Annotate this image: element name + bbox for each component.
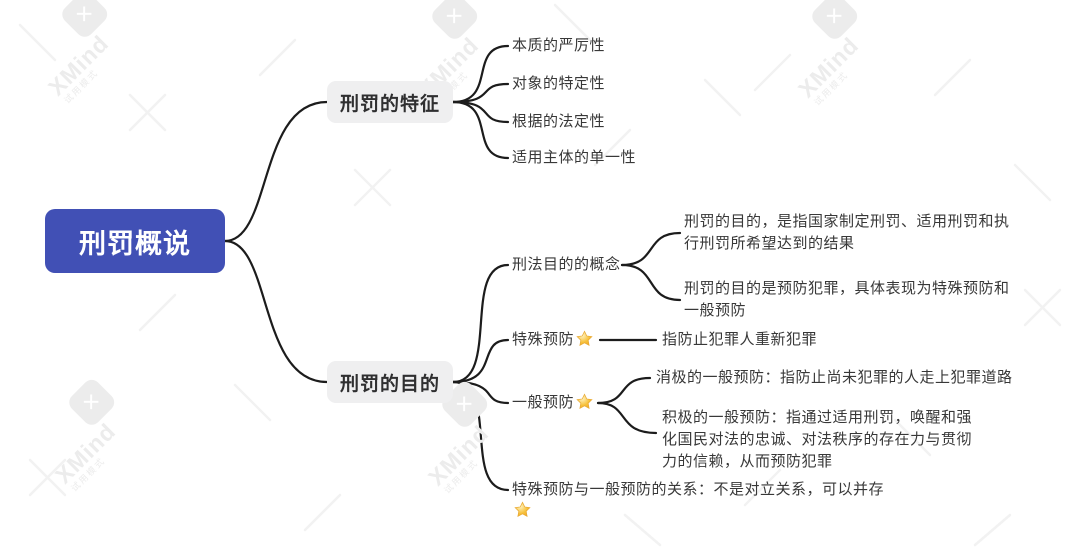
connector-line [451,44,510,104]
subtopic-special-prevention[interactable]: 特殊预防 [512,329,593,351]
connector-line [451,100,510,160]
root-topic[interactable]: 刑罚概说 [45,209,225,273]
connector-line [451,82,510,104]
leaf-topic[interactable]: 刑罚的目的是预防犯罪，具体表现为特殊预防和一般预防 [684,280,1010,319]
leaf-topic[interactable]: 指防止犯罪人重新犯罪 [662,331,818,348]
subtopic-label: 特殊预防与一般预防的关系：不是对立关系，可以并存 [512,481,885,498]
subtopic-label: 特殊预防 [512,331,575,348]
leaf-topic[interactable]: 根据的法定性 [512,113,606,130]
subtopic-general-prevention[interactable]: 一般预防 [512,392,593,414]
branch-topic-purpose[interactable]: 刑罚的目的 [327,361,453,403]
connector-root-purpose [223,239,329,384]
subtopic-concept[interactable]: 刑法目的的概念 [512,256,621,273]
subtopic-label: 一般预防 [512,394,575,411]
connector-line [596,401,658,435]
leaf-topic[interactable]: 积极的一般预防：指通过适用刑罚，唤醒和强化国民对法的忠诚、对法秩序的存在力与贯彻… [662,409,973,470]
connector-line [620,263,682,302]
connector-line [451,263,510,384]
connector-line [451,100,510,124]
connector-root-features [223,100,329,243]
leaf-topic[interactable]: 刑罚的目的，是指国家制定刑罚、适用刑罚和执行刑罚所希望达到的结果 [684,213,1010,252]
connector-line [451,380,510,405]
watermark-lattice [18,3,1062,547]
leaf-topic[interactable]: 本质的严厉性 [512,37,606,54]
star-icon [576,330,593,347]
connector-line [620,231,682,267]
branch-topic-label: 刑罚的目的 [339,373,440,395]
leaf-topic[interactable]: 消极的一般预防：指防止尚未犯罪的人走上犯罪道路 [656,369,1013,386]
branch-topic-features[interactable]: 刑罚的特征 [327,81,453,123]
root-topic-label: 刑罚概说 [79,228,191,259]
leaf-topic[interactable]: 适用主体的单一性 [512,149,637,166]
star-icon [576,393,593,410]
branch-topic-label: 刑罚的特征 [339,93,440,115]
connector-line [596,376,652,405]
subtopic-relation[interactable]: 特殊预防与一般预防的关系：不是对立关系，可以并存 [512,479,892,523]
connector-line [451,380,510,492]
leaf-topic[interactable]: 对象的特定性 [512,75,606,92]
connector-line [451,338,510,384]
star-icon [514,501,531,523]
